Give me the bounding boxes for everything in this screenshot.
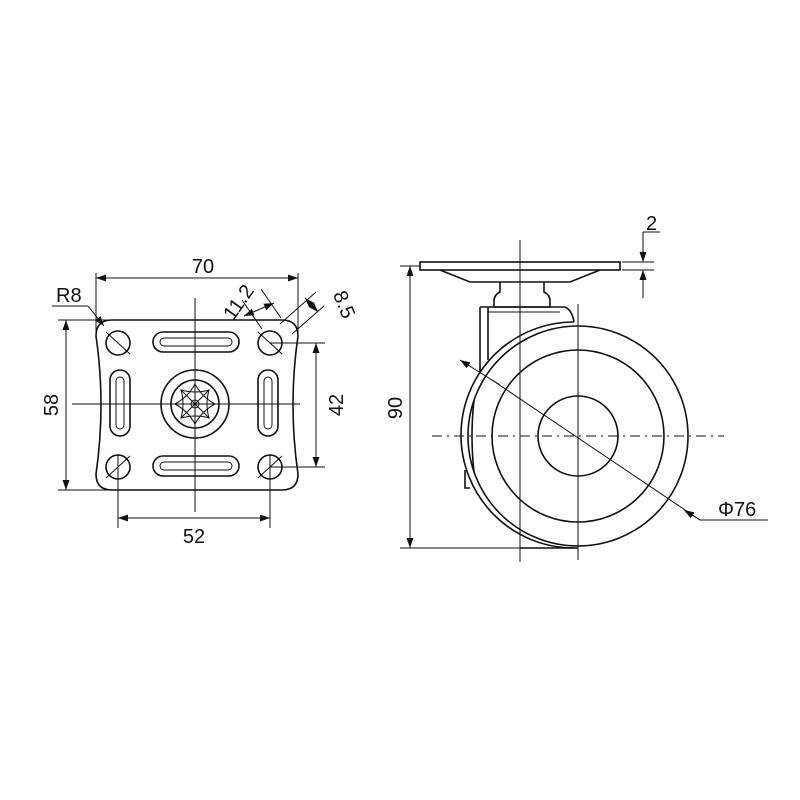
dim-text-wheel-diameter: Φ76: [718, 499, 756, 521]
slot-top: [152, 331, 240, 353]
dim-text-plate-thickness: 2: [646, 213, 657, 235]
dim-text-hole-spacing-x: 52: [183, 526, 205, 548]
dim-text-slot-width: 8.5: [328, 288, 359, 322]
dim-text-corner-radius: R8: [56, 285, 82, 307]
dim-text-slot-length: 11.2: [219, 281, 259, 324]
dim-text-overall-height: 90: [385, 397, 407, 419]
mounting-hole-top-left: [105, 330, 131, 356]
caster-side-view: 90 2 Φ76: [385, 213, 768, 562]
plate-outline: [95, 319, 299, 491]
slot-length-callout: 11.2: [219, 281, 282, 330]
radius-callout: R8: [52, 285, 105, 327]
slot-width-callout: 8.5: [279, 288, 359, 335]
slot-left: [109, 369, 131, 437]
fork-bracket: [464, 306, 575, 489]
slot-right: [257, 369, 279, 437]
dim-text-plate-height: 58: [41, 394, 63, 416]
diameter-callout: Φ76: [459, 359, 768, 521]
plate-top-view: 70 58 52 42 R8 11.2 8.5: [41, 256, 359, 548]
dim-text-plate-width: 70: [192, 256, 214, 278]
dim-text-hole-spacing-y: 42: [326, 394, 348, 416]
swivel-neck: [493, 282, 551, 308]
slot-bottom: [152, 455, 240, 477]
